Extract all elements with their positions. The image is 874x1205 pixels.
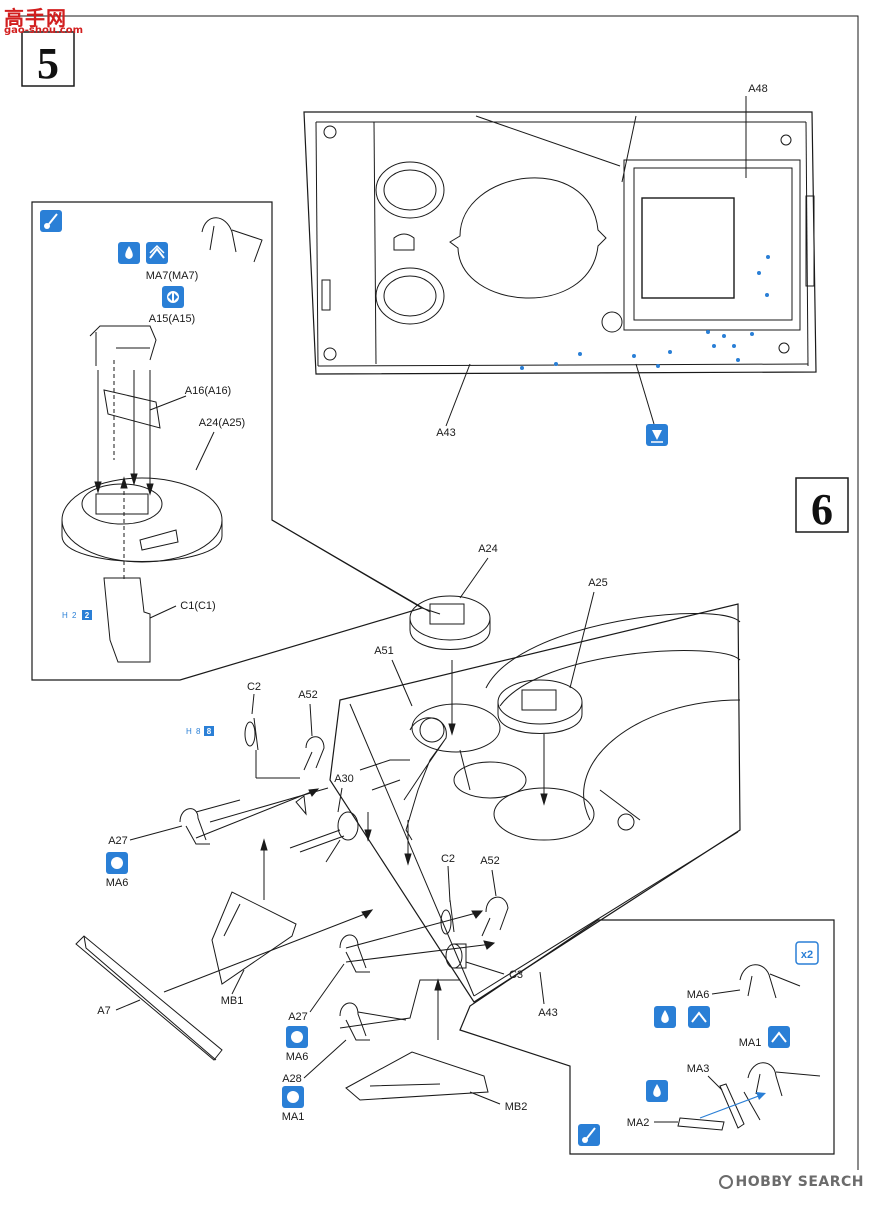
drill-hole-icon: [646, 424, 668, 446]
step5-box: [21, 31, 75, 87]
part-A27-left: [179, 799, 241, 845]
label-C2-a: C2: [247, 681, 261, 693]
part-C3: [445, 943, 467, 969]
label-A43-top: A43: [436, 427, 456, 439]
label-A52-b: A52: [480, 855, 500, 867]
glue-icon: [118, 242, 140, 264]
glue-icon-ma6: [654, 1006, 676, 1028]
label-MA1-c: MA1: [739, 1037, 762, 1049]
label-MA7: MA7(MA7): [146, 270, 199, 282]
hull-floor-plate: [303, 96, 817, 427]
drill-marks: [520, 255, 770, 370]
glue-icon-ma2: [646, 1080, 668, 1102]
part-A51: [359, 717, 447, 841]
part-MA6-pe: [739, 964, 801, 999]
part-C2-right: [440, 899, 455, 935]
paint-icon: [40, 210, 62, 232]
part-A24-inset: [61, 477, 223, 563]
svg-text:x2: x2: [801, 949, 813, 961]
page-frame: [12, 15, 859, 1170]
hull-upper-deck: [329, 603, 741, 1003]
step5-number: 5: [37, 39, 59, 88]
svg-text:H: H: [186, 727, 192, 736]
label-A43: A43: [538, 1007, 558, 1019]
label-C2-b: C2: [441, 853, 455, 865]
label-MB2: MB2: [505, 1101, 528, 1113]
svg-text:2: 2: [85, 611, 90, 620]
pe-assembly-arrow: [699, 1093, 765, 1119]
label-MA1-b: MA1: [282, 1111, 305, 1123]
site-watermark: 高手网: [4, 6, 67, 30]
part-MA3: [719, 1083, 745, 1129]
paint-icon-pe: [578, 1124, 600, 1146]
part-A25: [497, 679, 583, 734]
part-A52-left: [303, 736, 325, 771]
part-MA7: [201, 217, 263, 263]
label-A52-a: A52: [298, 689, 318, 701]
label-A28: A28: [282, 1073, 302, 1085]
label-A24: A24: [478, 543, 498, 555]
part-A16: [103, 389, 161, 429]
label-A27-b: A27: [288, 1011, 308, 1023]
bend-icon-ma1: [768, 1026, 790, 1048]
cable-run: [339, 979, 460, 1029]
hobbysearch-watermark: HOBBY SEARCH: [718, 1174, 864, 1190]
pe-inset-panel: [459, 919, 835, 1155]
color-hint-h8: H 8 8: [186, 726, 214, 736]
step6-number: 6: [811, 485, 833, 534]
label-A7: A7: [97, 1005, 110, 1017]
color-hint-h2: H 2 2: [62, 610, 92, 620]
part-A7: [75, 935, 223, 1061]
label-A27-a: A27: [108, 835, 128, 847]
pe-part-icon-a27-right: [286, 1026, 308, 1048]
label-C1: C1(C1): [180, 600, 215, 612]
svg-text:2: 2: [72, 611, 77, 620]
assembly-arrows-main: [163, 660, 548, 1040]
part-MA1-pe: [743, 1062, 821, 1121]
part-C1: [103, 577, 151, 663]
part-A52-right: [481, 896, 509, 937]
label-MA2: MA2: [627, 1117, 650, 1129]
step6-box: [795, 477, 849, 533]
part-MA2: [677, 1117, 725, 1131]
pe-part-icon-a27-left: [106, 852, 128, 874]
svg-text:8: 8: [196, 727, 201, 736]
part-A27-right: [339, 934, 370, 973]
pe-part-icon-a28: [282, 1086, 304, 1108]
pe-part-icon: [162, 286, 184, 308]
label-A51: A51: [374, 645, 394, 657]
cupola-inset-panel: [31, 201, 424, 681]
part-A15: [89, 325, 157, 366]
part-A28: [339, 1002, 407, 1041]
assembly-arrows-inset: [94, 360, 154, 580]
label-MB1: MB1: [221, 995, 244, 1007]
x2-badge: x2: [795, 941, 819, 965]
label-A48: A48: [748, 83, 768, 95]
part-C2-left: [244, 717, 300, 779]
part-MB2: [345, 1051, 489, 1101]
label-MA6-c: MA6: [687, 989, 710, 1001]
hobbysearch-logo-icon: [718, 1175, 733, 1189]
svg-text:H: H: [62, 611, 68, 620]
bend-icon: [146, 242, 168, 264]
part-MB1: [211, 891, 297, 985]
label-MA6-a: MA6: [106, 877, 129, 889]
site-watermark-url: gao-shou.com: [4, 25, 84, 36]
svg-text:8: 8: [207, 727, 212, 736]
part-small-hinge: [295, 795, 307, 816]
label-A24-inset: A24(A25): [199, 417, 245, 429]
label-A16: A16(A16): [185, 385, 231, 397]
label-A15: A15(A15): [149, 313, 195, 325]
part-A24: [409, 595, 491, 650]
label-A30: A30: [334, 773, 354, 785]
label-A25: A25: [588, 577, 608, 589]
label-MA3: MA3: [687, 1063, 710, 1075]
label-MA6-b: MA6: [286, 1051, 309, 1063]
part-A30: [289, 811, 359, 863]
bend-icon-ma6: [688, 1006, 710, 1028]
